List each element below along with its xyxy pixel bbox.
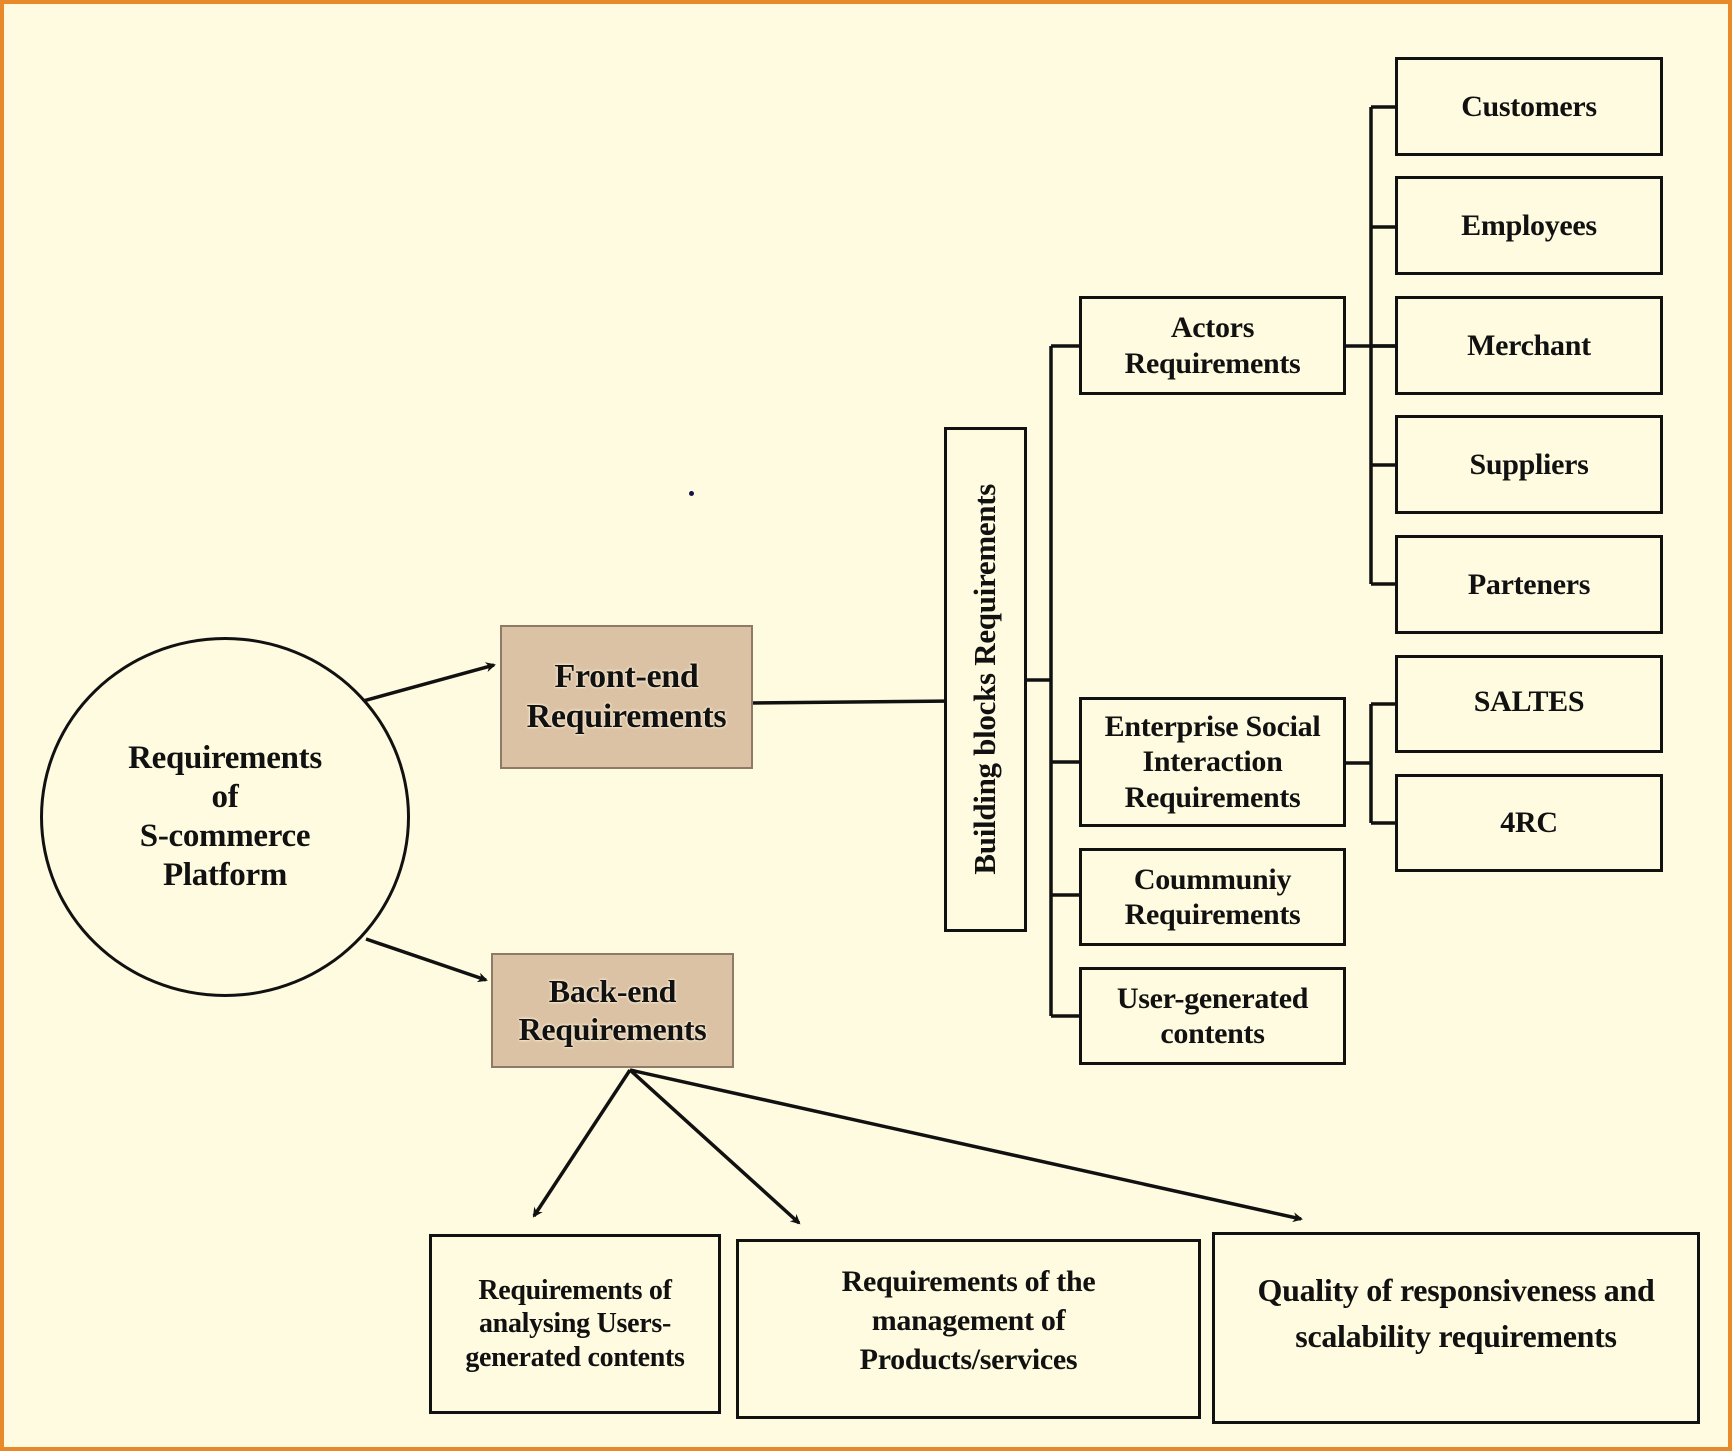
- back-end-node: Back-end Requirements: [491, 953, 734, 1068]
- quality-responsiveness-node: Quality of responsiveness and scalabilit…: [1212, 1232, 1700, 1424]
- connector-layer: [351, 105, 1396, 1225]
- actors-label: Actors Requirements: [1124, 311, 1301, 380]
- actor-label: Merchant: [1467, 328, 1591, 362]
- actor-suppliers-node: Suppliers: [1395, 415, 1663, 514]
- community-node: Coummuniy Requirements: [1079, 848, 1346, 946]
- 4rc-label: 4RC: [1500, 806, 1558, 840]
- edge-root-front-end: [351, 662, 496, 706]
- building-blocks-label: Building blocks Requirements: [967, 484, 1003, 875]
- quality-responsiveness-label: Quality of responsiveness and scalabilit…: [1257, 1272, 1655, 1355]
- community-label: Coummuniy Requirements: [1124, 862, 1301, 931]
- actor-merchant-node: Merchant: [1395, 296, 1663, 395]
- root-label: Requirements of S-commerce Platform: [128, 740, 322, 893]
- actor-customers-node: Customers: [1395, 57, 1663, 156]
- edge-back-end-quality: [629, 1068, 1303, 1223]
- user-generated-label: User-generated contents: [1116, 981, 1309, 1050]
- edge-front-end-building-blocks: [751, 696, 958, 707]
- 4rc-node: 4RC: [1395, 774, 1663, 872]
- edge-root-back-end: [365, 937, 488, 983]
- enterprise-social-node: Enterprise Social Interaction Requiremen…: [1079, 697, 1346, 827]
- user-generated-node: User-generated contents: [1079, 967, 1346, 1065]
- actors-node: Actors Requirements: [1079, 296, 1346, 395]
- edge-back-end-analysing: [532, 1069, 632, 1218]
- front-end-node: Front-end Requirements: [500, 625, 753, 769]
- back-end-label: Back-end Requirements: [518, 972, 707, 1047]
- front-end-label: Front-end Requirements: [526, 657, 727, 735]
- root-node: Requirements of S-commerce Platform: [40, 637, 410, 997]
- building-blocks-node: Building blocks Requirements: [944, 427, 1027, 932]
- edge-back-end-management: [628, 1068, 801, 1225]
- actor-parteners-node: Parteners: [1395, 535, 1663, 634]
- management-products-label: Requirements of the management of Produc…: [841, 1265, 1096, 1376]
- saltes-node: SALTES: [1395, 655, 1663, 753]
- actor-label: Parteners: [1467, 567, 1591, 601]
- actor-label: Customers: [1461, 89, 1597, 123]
- analysing-ugc-label: Requirements of analysing Users- generat…: [465, 1274, 685, 1373]
- analysing-ugc-node: Requirements of analysing Users- generat…: [429, 1234, 721, 1414]
- actor-employees-node: Employees: [1395, 176, 1663, 275]
- saltes-label: SALTES: [1473, 685, 1585, 718]
- enterprise-social-label: Enterprise Social Interaction Requiremen…: [1104, 709, 1321, 814]
- actor-label: Employees: [1461, 208, 1597, 242]
- actor-label: Suppliers: [1469, 447, 1589, 481]
- management-products-node: Requirements of the management of Produc…: [736, 1239, 1201, 1419]
- stray-dot: [689, 491, 694, 496]
